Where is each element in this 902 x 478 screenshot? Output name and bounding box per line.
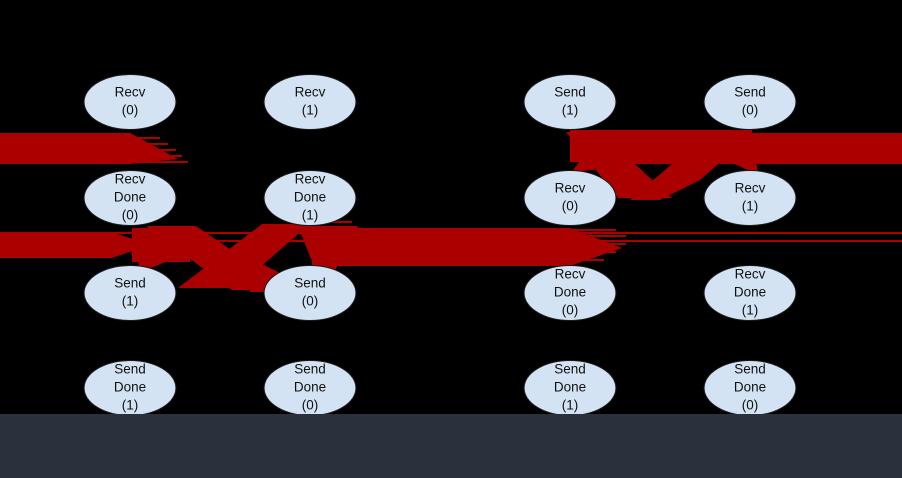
node-ellipse[interactable] [83,169,177,227]
node-ellipse[interactable] [263,264,357,322]
edge-wrap-band-upper-left [0,133,130,164]
node-ellipse[interactable] [83,359,177,417]
edge-wrap-band-lower-left [0,232,112,258]
edge-send1-to-recv1-head [722,130,758,175]
node-ellipse[interactable] [703,264,797,322]
graph-node[interactable]: Send(1) [523,73,617,131]
node-ellipse[interactable] [703,359,797,417]
node-ellipse[interactable] [83,264,177,322]
graph-node[interactable]: Send(1) [83,264,177,322]
node-ellipse[interactable] [263,73,357,131]
graph-node[interactable]: Recv(1) [703,169,797,227]
node-ellipse[interactable] [703,169,797,227]
graph-node[interactable]: Send(0) [263,264,357,322]
node-ellipse[interactable] [523,169,617,227]
edge-recvdone0-to-send1-head [132,228,176,272]
edge-feather-mid-right [570,229,626,261]
footer-bar [0,414,902,478]
edge-feather-left-upper [130,137,188,163]
edge-send0-to-recvdone0-band [312,228,570,266]
node-ellipse[interactable] [263,169,357,227]
node-ellipse[interactable] [523,264,617,322]
node-ellipse[interactable] [523,73,617,131]
node-ellipse[interactable] [523,359,617,417]
node-ellipse[interactable] [83,73,177,131]
graph-node[interactable]: Recv(0) [83,73,177,131]
graph-node[interactable]: Send(0) [703,73,797,131]
edge-wrap-band-lower-left-head [112,232,150,258]
graph-node[interactable]: Recv(1) [263,73,357,131]
node-ellipse[interactable] [703,73,797,131]
edge-send0-to-recvdone0-head [570,228,622,266]
edge-send1-to-recv0 [566,132,672,198]
node-ellipse[interactable] [263,359,357,417]
graph-node[interactable]: Recv(0) [523,169,617,227]
edge-layer [0,130,902,292]
edge-send0-to-recv1-head [630,136,750,200]
